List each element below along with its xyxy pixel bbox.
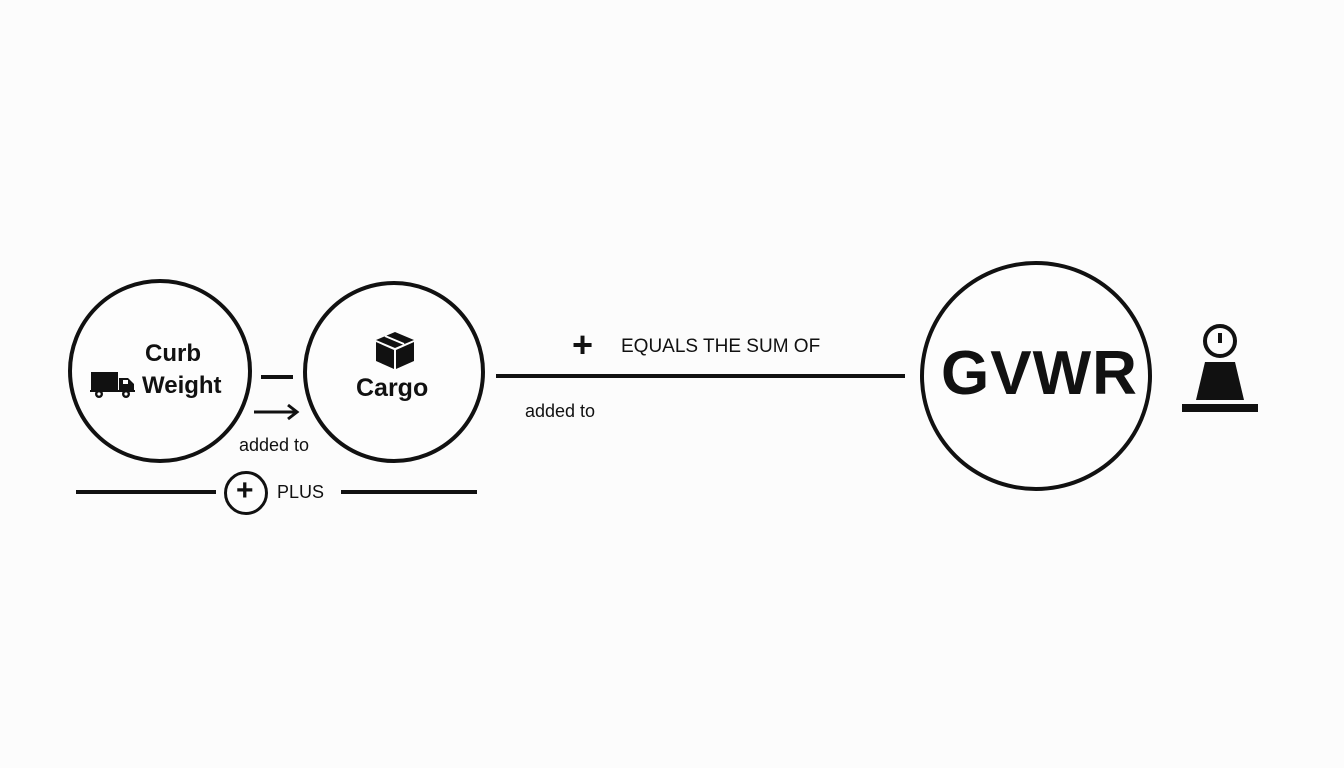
box-icon [376, 332, 414, 369]
short-connector-line [261, 375, 293, 379]
curb-weight-node [68, 279, 252, 463]
cargo-node [303, 281, 485, 463]
added-to-label-left: added to [239, 435, 310, 455]
arrow-right-icon [254, 403, 300, 421]
plus-circle [224, 471, 268, 515]
equals-plus-symbol: + [572, 324, 594, 365]
plus-label: PLUS [277, 482, 325, 502]
gvwr-label: GVWR [941, 339, 1138, 408]
equals-label: EQUALS THE SUM OF [621, 336, 821, 357]
cargo-label: Cargo [356, 374, 429, 402]
gvwr-node [920, 261, 1152, 491]
added-to-label-right: added to [525, 401, 596, 421]
plus-line-left [76, 490, 216, 494]
curb-weight-label-line2: Weight [142, 372, 222, 399]
plus-symbol: + [236, 474, 254, 507]
truck-icon [90, 372, 135, 398]
plus-line-right [341, 490, 477, 494]
equals-connector-line [496, 374, 905, 378]
scale-weight-icon [1182, 324, 1258, 412]
curb-weight-label-line1: Curb [145, 340, 201, 367]
